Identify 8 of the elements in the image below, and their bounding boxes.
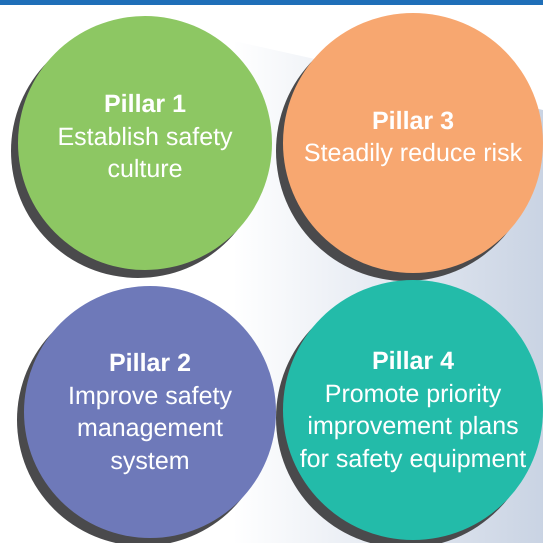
pillar-description: Establish safety culture	[56, 122, 234, 186]
pillar-description: Promote priority improvement plans for safety equipment	[298, 378, 528, 474]
pillar-description: Improve safety management system	[67, 380, 233, 476]
pillar-heading: Pillar 2	[109, 348, 191, 379]
pillar-heading: Pillar 4	[372, 346, 454, 377]
pillar-heading: Pillar 1	[104, 89, 186, 120]
pillar-heading: Pillar 3	[372, 106, 454, 136]
pillar-description: Steadily reduce risk	[304, 138, 522, 169]
